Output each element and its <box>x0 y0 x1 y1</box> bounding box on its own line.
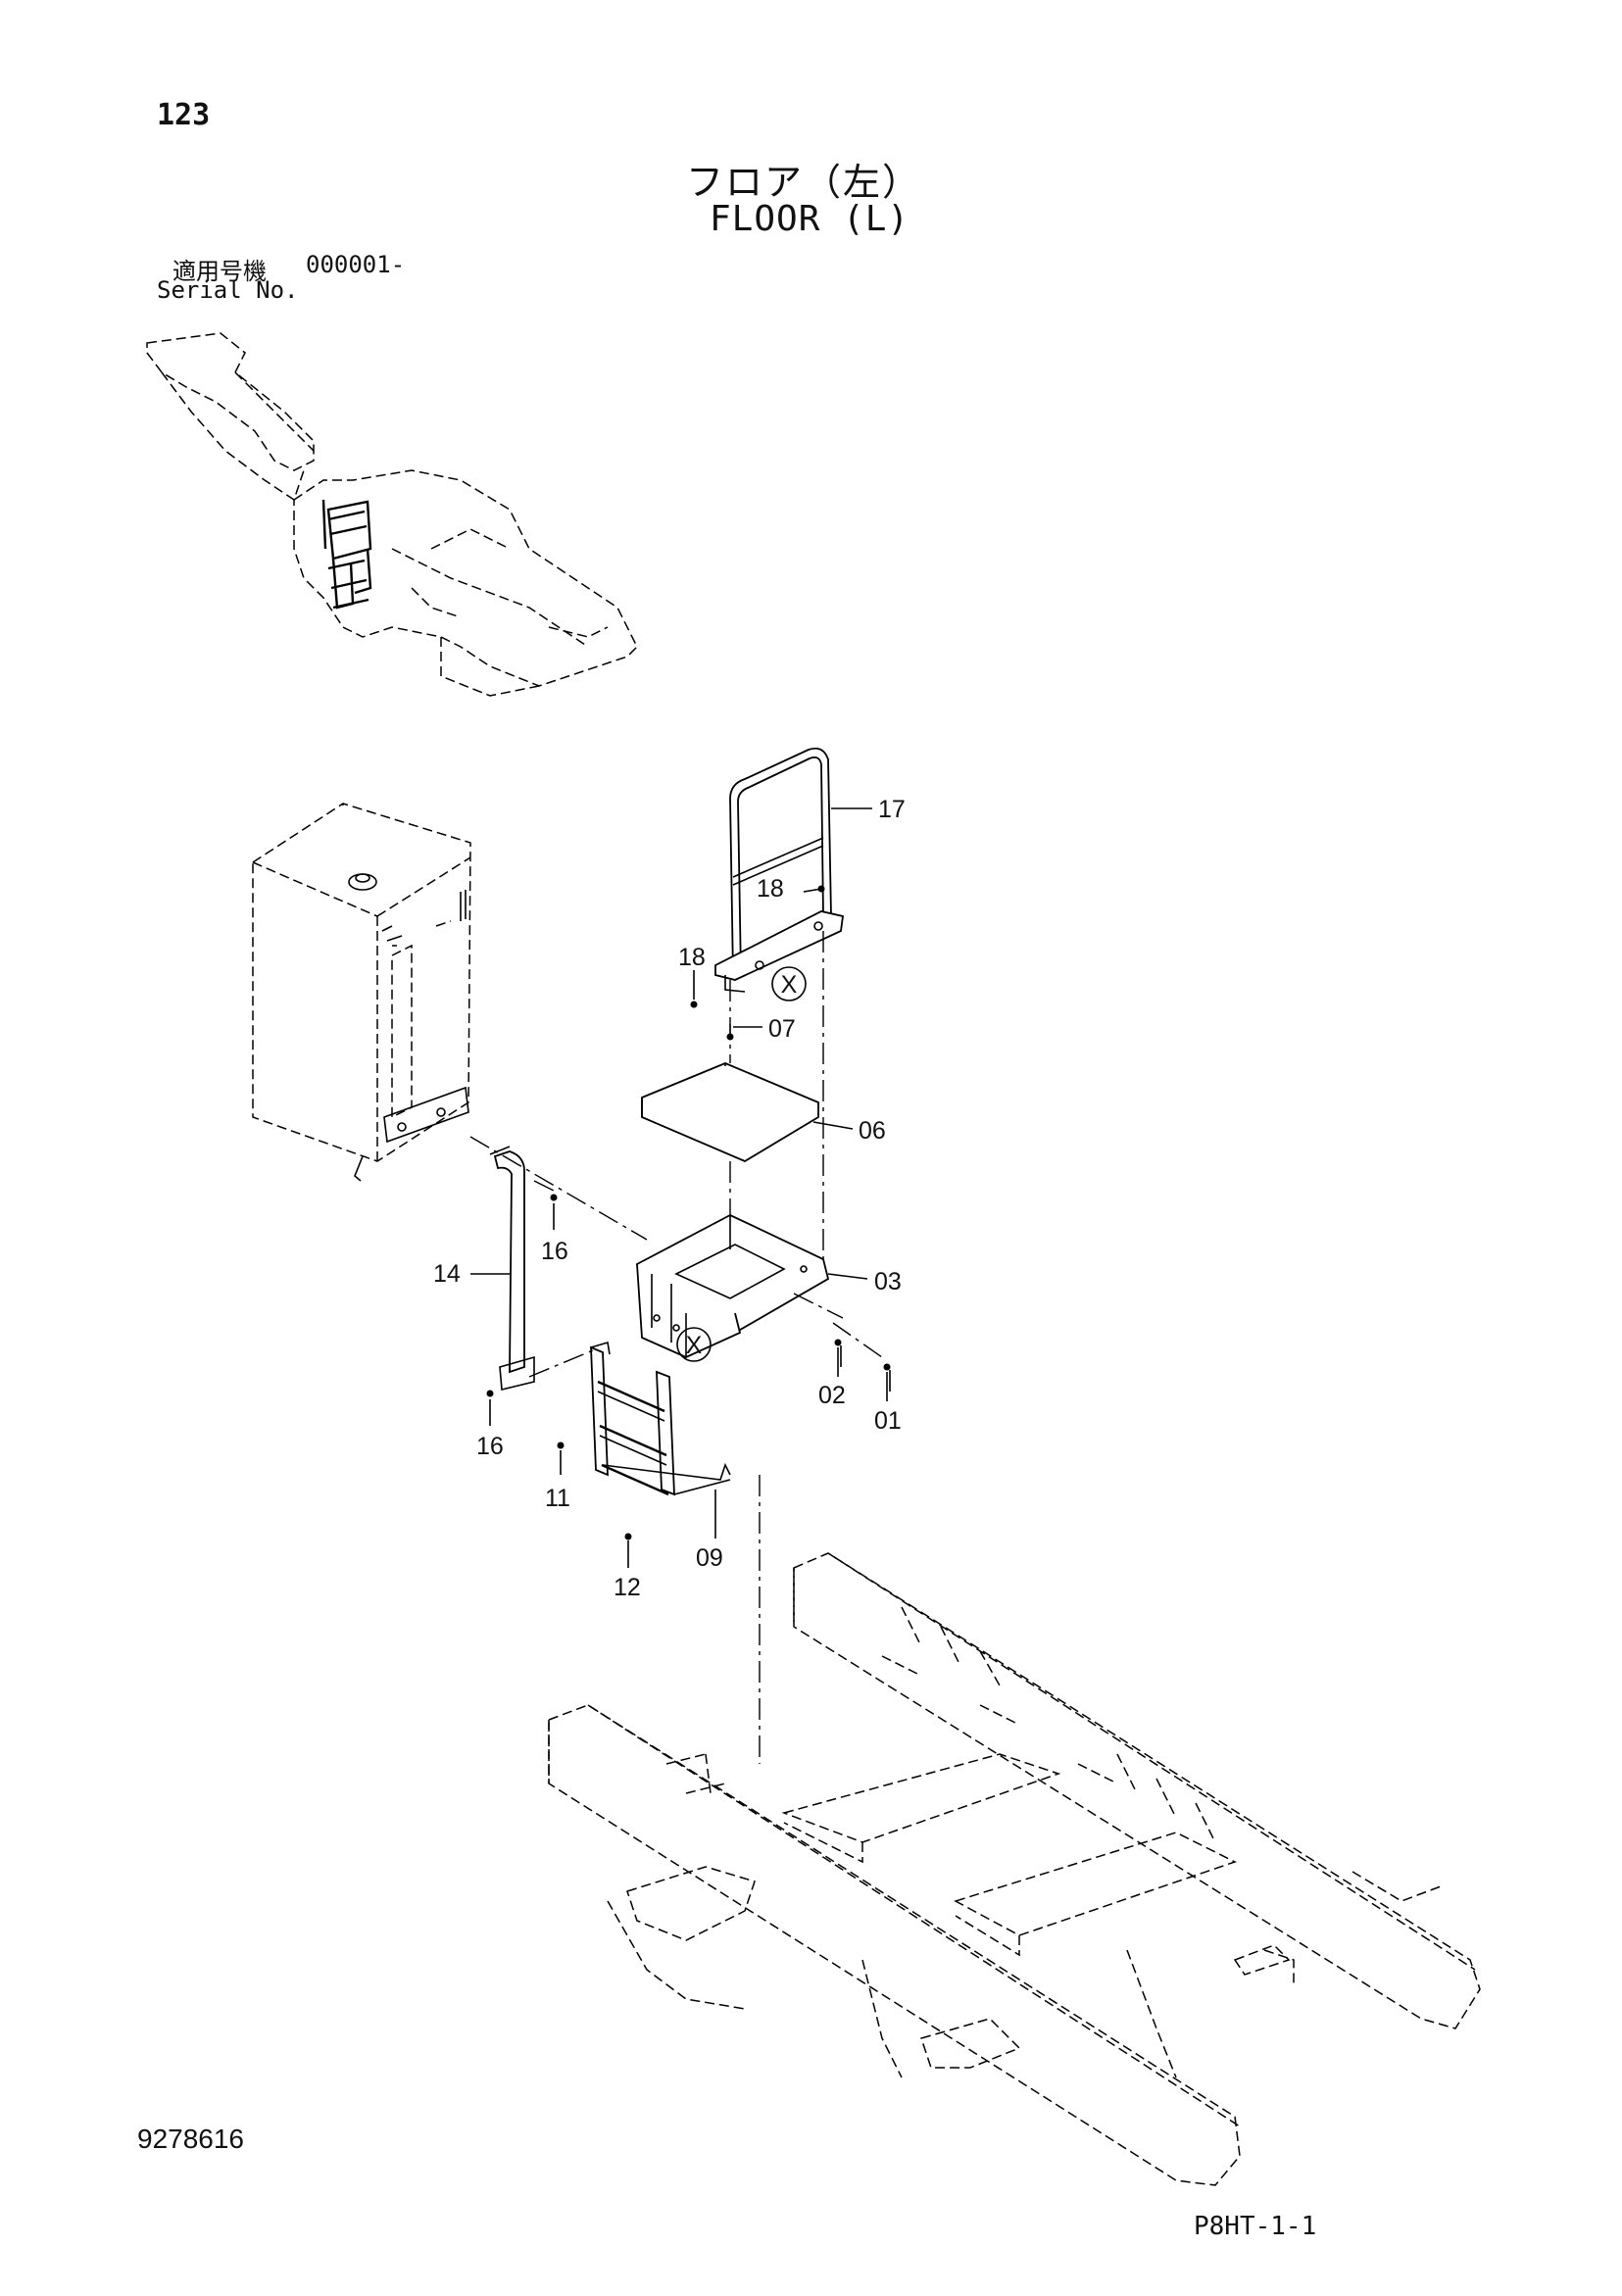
callout-07: 07 <box>768 1015 796 1043</box>
page-title-japanese: フロア（左） <box>686 161 922 204</box>
sheet-code: P8HT-1-1 <box>1194 2212 1317 2241</box>
callout-12: 12 <box>614 1574 641 1601</box>
hydraulic-tank-outline <box>252 803 471 1182</box>
callout-06: 06 <box>859 1117 886 1145</box>
callout-14: 14 <box>433 1260 461 1288</box>
callout-01: 01 <box>874 1407 902 1435</box>
callout-16: 16 <box>541 1238 568 1265</box>
ladder-part-09 <box>590 1341 731 1496</box>
callout-11: 11 <box>545 1485 570 1512</box>
serial-label-english: Serial No. <box>157 276 299 304</box>
serial-label-japanese: 適用号機 <box>172 258 267 285</box>
floor-plate-part-06 <box>641 1062 819 1163</box>
callout-18: 18 <box>678 944 706 971</box>
callout-16: 16 <box>476 1433 504 1460</box>
reference-marker-x-2: X <box>676 1327 712 1362</box>
handrail-part-17 <box>714 747 845 993</box>
locator-overview <box>146 332 638 697</box>
floor-frame-part-03 <box>635 1213 830 1358</box>
page-number: 123 <box>157 98 211 132</box>
callout-09: 09 <box>696 1544 723 1572</box>
callout-18: 18 <box>757 875 784 903</box>
callout-02: 02 <box>818 1382 846 1409</box>
bracket-part-14 <box>489 1146 535 1391</box>
reference-marker-x-1: X <box>771 966 807 1001</box>
svg-text:X: X <box>781 971 798 999</box>
svg-text:X: X <box>686 1332 703 1359</box>
callout-03: 03 <box>874 1268 902 1295</box>
page-title-english: FLOOR (L) <box>710 199 910 239</box>
leader-lines <box>470 807 888 1568</box>
serial-value: 000001- <box>306 251 406 278</box>
assembly-lines <box>469 931 883 1764</box>
document-code: 9278616 <box>137 2124 245 2154</box>
callout-17: 17 <box>878 796 906 823</box>
fasteners <box>486 885 891 1540</box>
revolving-frame-outline <box>548 1552 1481 2186</box>
